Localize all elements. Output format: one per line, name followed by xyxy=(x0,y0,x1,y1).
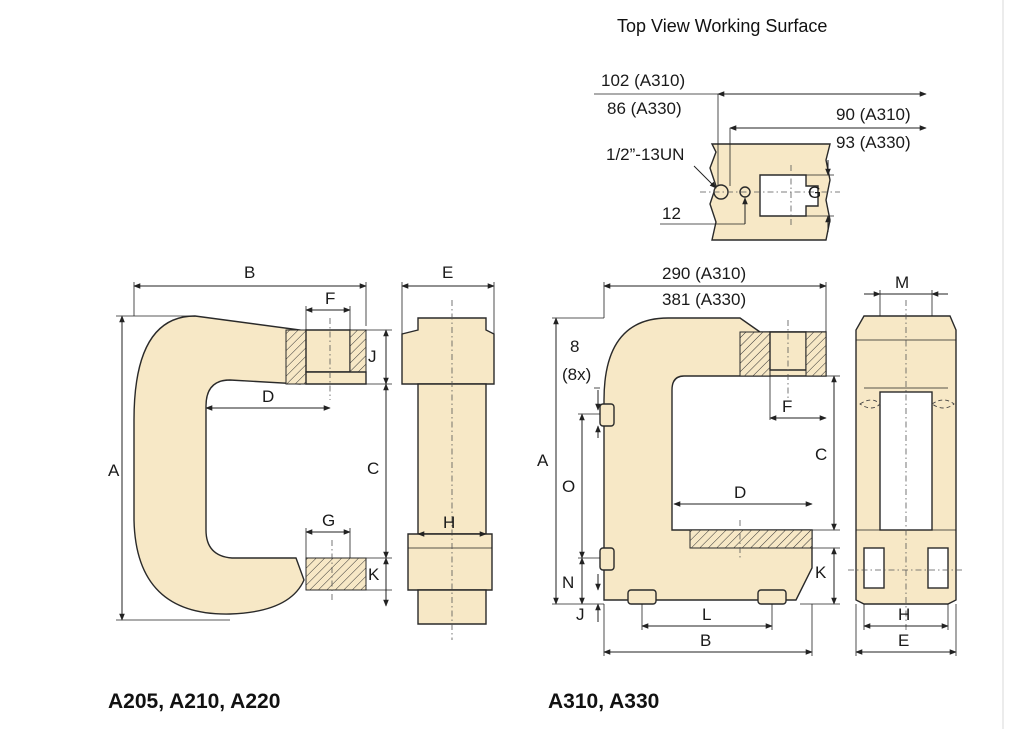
right-front-view: M H E xyxy=(848,273,964,656)
dim-d-label: D xyxy=(262,387,274,406)
right-lower-hatch xyxy=(689,529,813,549)
dim-e-label: E xyxy=(442,263,453,282)
thread-label: 1/2”-13UN xyxy=(606,145,684,164)
dim-a-label: A xyxy=(108,461,120,480)
left-side-view: B F J D C G K A xyxy=(108,263,392,621)
foot-left xyxy=(627,589,657,605)
dim-f-label-right: F xyxy=(782,397,792,416)
dim-12-label: 12 xyxy=(662,204,681,223)
dim-f-label: F xyxy=(325,289,335,308)
upper-cylinder-bore xyxy=(305,329,351,373)
dim-b-label: B xyxy=(244,263,255,282)
dim-8-label: 8 xyxy=(570,337,579,356)
dim-k-label-right: K xyxy=(815,563,827,582)
caption-left-models: A205, A210, A220 xyxy=(108,690,280,713)
left-front-view: E H xyxy=(401,263,495,640)
dim-102-label: 102 (A310) xyxy=(601,71,685,90)
dim-c-label-right: C xyxy=(815,445,827,464)
dim-93-label: 93 (A330) xyxy=(836,133,911,152)
dim-90-label: 90 (A310) xyxy=(836,105,911,124)
dim-n-label: N xyxy=(562,573,574,592)
right-side-view: 290 (A310) 381 (A330) 8 (8x) A O N J C xyxy=(537,264,840,656)
dim-o-label: O xyxy=(562,477,575,496)
caption-right-models: A310, A330 xyxy=(548,690,659,713)
foot-right xyxy=(757,589,787,605)
front-head xyxy=(401,317,495,385)
upper-cylinder-hatch xyxy=(285,329,307,385)
dim-j-label-right: J xyxy=(576,605,585,624)
c-frame-left xyxy=(133,315,305,615)
dim-a-label-right: A xyxy=(537,451,549,470)
front-saddle xyxy=(407,533,493,591)
dim-h-label-right: H xyxy=(898,605,910,624)
dim-h-label: H xyxy=(443,513,455,532)
dim-c-label: C xyxy=(367,459,379,478)
dim-l-label: L xyxy=(702,605,711,624)
right-front-slot-right xyxy=(927,547,949,589)
dim-e-label-right: E xyxy=(898,631,909,650)
dim-g-label: G xyxy=(808,183,821,202)
c-frame-right xyxy=(603,317,827,601)
dim-g-label-left: G xyxy=(322,511,335,530)
dim-j-label: J xyxy=(368,347,377,366)
right-upper-hatch xyxy=(739,331,771,377)
dim-m-label: M xyxy=(895,273,909,292)
top-view: Top View Working Surface 102 (A310) 86 (… xyxy=(594,16,927,241)
dim-b-label-right: B xyxy=(700,631,711,650)
dim-86-label: 86 (A330) xyxy=(607,99,682,118)
dim-k-label: K xyxy=(368,565,380,584)
bolt-left-lower xyxy=(599,547,615,571)
right-front-slot-left xyxy=(863,547,885,589)
top-view-slot xyxy=(759,174,819,217)
top-view-title: Top View Working Surface xyxy=(617,16,827,36)
dim-290-label: 290 (A310) xyxy=(662,264,746,283)
dim-d-label-right: D xyxy=(734,483,746,502)
bolt-left-upper xyxy=(599,403,615,427)
dim-381-label: 381 (A330) xyxy=(662,290,746,309)
lower-saddle-hatch xyxy=(305,557,367,591)
dim-8x-label: (8x) xyxy=(562,365,591,384)
